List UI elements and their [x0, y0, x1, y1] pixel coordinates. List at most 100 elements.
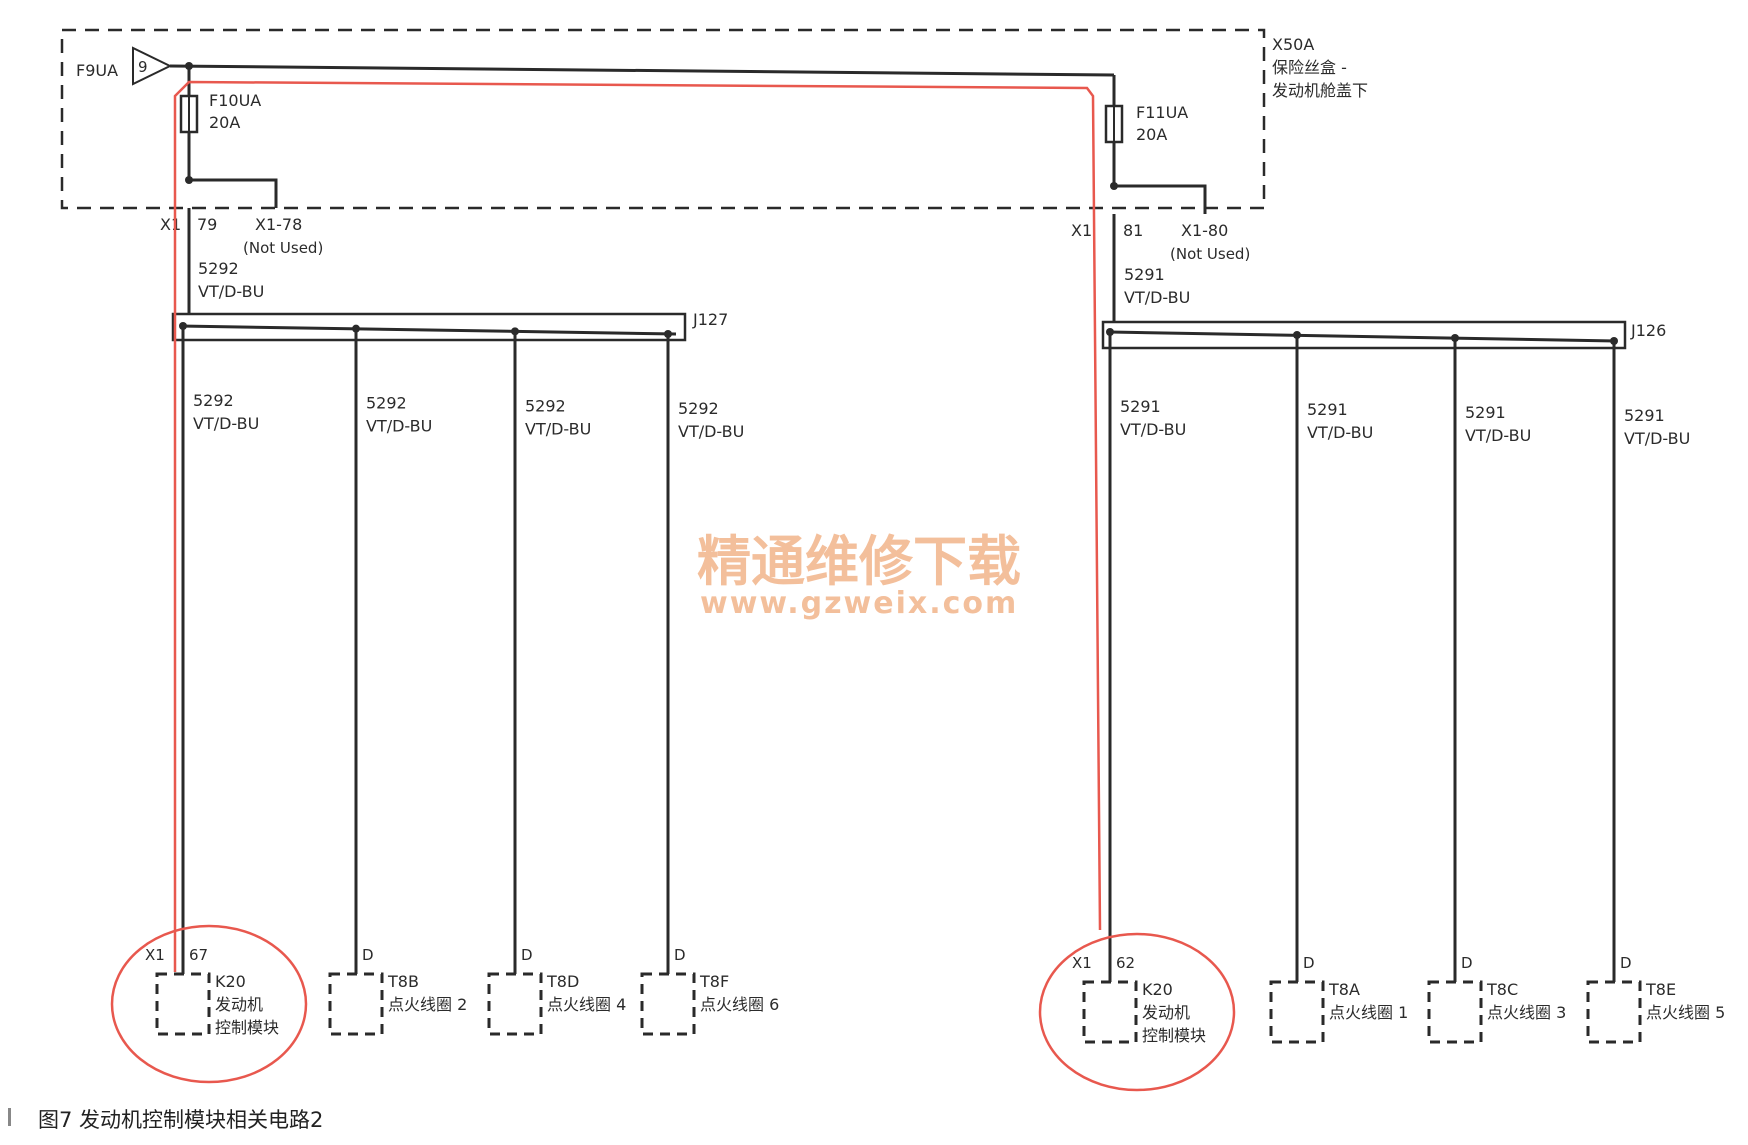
right-component-id-3: T8C	[1486, 980, 1518, 999]
splice-j126-bus	[1109, 330, 1617, 343]
left-drop-conn-1: X1	[145, 946, 165, 964]
left-drop-wire-num-3: 5292	[525, 396, 566, 415]
left-component-name-2: 点火线圈 2	[388, 995, 467, 1014]
left-wire-num: 5292	[198, 259, 239, 278]
fuse-f11ua-label: F11UA	[1136, 103, 1188, 122]
left-drop-pin-3: D	[521, 946, 533, 964]
caption-marker	[8, 1108, 11, 1126]
left-splice-dot-1	[179, 322, 187, 330]
right-drop-pin-3: D	[1461, 954, 1473, 972]
right-component-name2-1: 控制模块	[1142, 1026, 1206, 1045]
watermark-title: 精通维修下载	[697, 529, 1021, 593]
right-connector-box-3	[1427, 980, 1483, 1044]
left-wire-color: VT/D-BU	[198, 282, 264, 301]
right-drop-wire-num-4: 5291	[1624, 406, 1665, 425]
right-drop-wire-color-3: VT/D-BU	[1465, 426, 1531, 445]
left-drop-wire-num-1: 5292	[193, 391, 234, 410]
fuse-box-id: X50A	[1272, 35, 1314, 54]
right-component-id-4: T8E	[1645, 980, 1676, 999]
right-component-id-2: T8A	[1328, 980, 1360, 999]
highlight-path-left	[173, 80, 1102, 972]
left-component-id-1: K20	[215, 972, 246, 991]
highlight-circle-right	[1038, 932, 1236, 1092]
right-connector-box-1	[1082, 980, 1138, 1044]
right-drop-wire-color-2: VT/D-BU	[1307, 423, 1373, 442]
left-drop-wire-color-4: VT/D-BU	[678, 422, 744, 441]
left-splice-dot-3	[511, 327, 519, 336]
left-unused-note: (Not Used)	[243, 239, 323, 257]
fuse-f10ua-label: F10UA	[209, 91, 261, 110]
right-splice-dot-1	[1106, 328, 1114, 336]
right-drop-pin-2: D	[1303, 954, 1315, 972]
left-drop-wire-color-2: VT/D-BU	[366, 417, 432, 436]
left-connector-box-1	[155, 972, 211, 1036]
left-connector-box-2	[328, 972, 384, 1036]
right-drop-wire-num-3: 5291	[1465, 403, 1506, 422]
left-conn-label: X1	[160, 215, 181, 234]
left-drop-wire-num-4: 5292	[678, 399, 719, 418]
figure-caption: 图7 发动机控制模块相关电路2	[38, 1108, 323, 1132]
left-drop-wire-color-3: VT/D-BU	[525, 419, 591, 438]
fuse-box-outline	[60, 28, 1266, 210]
left-unused-stub	[189, 178, 278, 208]
right-splice-dot-3	[1451, 334, 1459, 342]
fuse-f10ua-rating: 20A	[209, 113, 240, 132]
right-drop-wire-num-1: 5291	[1120, 397, 1161, 416]
left-component-name-3: 点火线圈 4	[547, 995, 626, 1014]
right-component-name-4: 点火线圈 5	[1646, 1003, 1725, 1022]
right-connector-box-4	[1586, 980, 1642, 1044]
main-bus	[169, 64, 1115, 77]
left-conn-pin: 79	[197, 215, 217, 234]
right-drop-pin-4: D	[1620, 954, 1632, 972]
left-unused-pin: X1-78	[255, 215, 302, 234]
right-drop-wire-color-1: VT/D-BU	[1120, 420, 1186, 439]
left-component-name2-1: 控制模块	[215, 1018, 279, 1037]
fuse-f11ua-rating: 20A	[1136, 125, 1167, 144]
left-component-id-3: T8D	[546, 972, 579, 991]
left-component-name-4: 点火线圈 6	[700, 995, 779, 1014]
right-component-id-1: K20	[1142, 980, 1173, 999]
fuse-box-name-2: 发动机舱盖下	[1272, 81, 1368, 100]
splice-j126	[1101, 320, 1627, 350]
right-splice-dot-4	[1610, 337, 1618, 345]
left-component-id-2: T8B	[387, 972, 419, 991]
splice-j126-label: J126	[1630, 321, 1666, 340]
left-connector-box-4	[640, 972, 696, 1036]
right-unused-note: (Not Used)	[1170, 245, 1250, 263]
left-drop-wire-num-2: 5292	[366, 394, 407, 413]
left-splice-dot-2	[352, 324, 360, 333]
right-drop-conn-1: X1	[1072, 954, 1092, 972]
left-component-name-1: 发动机	[215, 995, 263, 1014]
feed-pin: 9	[138, 58, 148, 76]
left-drop-pin-1: 67	[189, 946, 208, 964]
right-component-name-1: 发动机	[1142, 1003, 1190, 1022]
left-splice-dot-4	[664, 330, 672, 338]
feed-label: F9UA	[76, 61, 118, 80]
left-stub-dot	[185, 176, 193, 184]
bus-junction-dot	[185, 62, 193, 70]
right-splice-dot-2	[1293, 331, 1301, 339]
fuse-box-name-1: 保险丝盒 -	[1272, 58, 1347, 77]
left-component-id-4: T8F	[699, 972, 729, 991]
right-component-name-3: 点火线圈 3	[1487, 1003, 1566, 1022]
right-drop-wire-color-4: VT/D-BU	[1624, 429, 1690, 448]
right-conn-label: X1	[1071, 221, 1092, 240]
right-unused-pin: X1-80	[1181, 221, 1228, 240]
right-component-name-2: 点火线圈 1	[1329, 1003, 1408, 1022]
right-stub-dot	[1110, 182, 1118, 190]
left-drop-pin-4: D	[674, 946, 686, 964]
right-drop-pin-1: 62	[1116, 954, 1135, 972]
splice-j127-label: J127	[692, 310, 728, 329]
left-connector-box-3	[487, 972, 543, 1036]
watermark-url: www.gzweix.com	[700, 586, 1018, 621]
left-drop-wire-color-1: VT/D-BU	[193, 414, 259, 433]
right-wire-color: VT/D-BU	[1124, 288, 1190, 307]
highlight-circle-left	[110, 924, 308, 1084]
right-wire-num: 5291	[1124, 265, 1165, 284]
right-conn-pin: 81	[1123, 221, 1143, 240]
left-drop-pin-2: D	[362, 946, 374, 964]
feed-terminal-icon	[132, 46, 173, 86]
splice-j127-bus	[179, 324, 677, 336]
